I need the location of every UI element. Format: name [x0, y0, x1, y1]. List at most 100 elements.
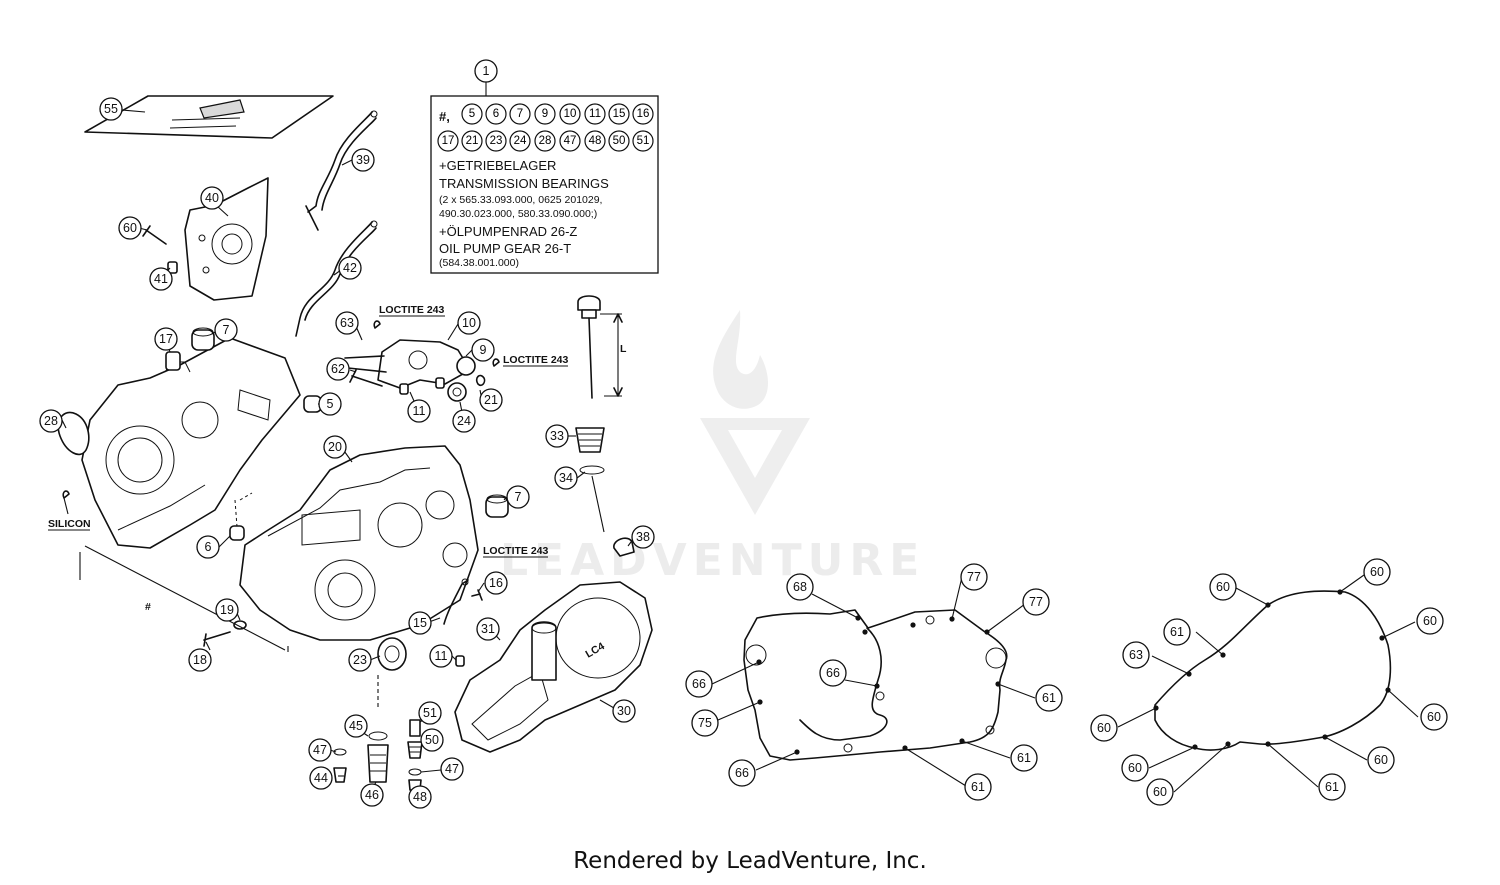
svg-text:38: 38 — [636, 530, 650, 544]
kit-item: 5 — [469, 108, 475, 120]
kit-item: 17 — [442, 135, 455, 147]
kit-item: 9 — [542, 108, 548, 120]
part-23-bearing — [377, 637, 407, 671]
svg-text:61: 61 — [1017, 751, 1031, 765]
svg-text:60: 60 — [1216, 580, 1230, 594]
callout-7b: 7 — [506, 485, 530, 509]
leadventure-watermark: LEADVENTURE — [500, 310, 925, 586]
callout-77a: 77 — [960, 563, 988, 591]
callout-34: 34 — [554, 466, 578, 490]
gasket-right — [1153, 589, 1392, 751]
silicon-label: SILICON — [48, 490, 91, 531]
svg-text:63: 63 — [340, 316, 354, 330]
callout-20: 20 — [323, 435, 347, 459]
footer-credit: Rendered by LeadVenture, Inc. — [573, 848, 927, 874]
svg-text:39: 39 — [356, 153, 370, 167]
left-crankcase — [81, 337, 301, 549]
callout-9: 9 — [471, 338, 495, 362]
part-7-bush-right — [485, 494, 509, 518]
part-15-clip — [443, 578, 469, 625]
part-55-sheet — [84, 95, 334, 139]
oil-drain-parts — [333, 675, 423, 791]
clutch-cover: LC4 — [454, 581, 653, 753]
part-18-bolt — [203, 631, 231, 647]
svg-text:11: 11 — [435, 649, 448, 663]
silicon-label-text: SILICON — [48, 518, 91, 530]
svg-text:42: 42 — [343, 261, 357, 275]
svg-text:66: 66 — [692, 677, 706, 691]
kit-item: 24 — [514, 135, 527, 147]
svg-text:41: 41 — [154, 272, 168, 286]
svg-text:40: 40 — [205, 191, 219, 205]
gasket-left — [743, 609, 1008, 761]
callout-38: 38 — [631, 525, 655, 549]
svg-text:61: 61 — [971, 780, 985, 794]
callout-1: 1 — [474, 59, 498, 83]
svg-text:20: 20 — [328, 440, 342, 454]
callout-16: 16 — [484, 571, 508, 595]
kit-item: 47 — [564, 135, 577, 147]
callout-66b: 66 — [685, 670, 713, 698]
loctite-label-2: LOCTITE 243 — [503, 354, 569, 367]
svg-text:60: 60 — [1128, 761, 1142, 775]
svg-text:6: 6 — [205, 540, 212, 554]
kit-item: 7 — [517, 108, 523, 120]
svg-text:75: 75 — [698, 716, 712, 730]
kit-line-3: (2 x 565.33.093.000, 0625 201029, — [439, 194, 602, 206]
part-40-cover — [184, 177, 269, 301]
kit-line-5: +ÖLPUMPENRAD 26-Z — [439, 224, 577, 239]
loctite-label-3: LOCTITE 243 — [483, 545, 549, 558]
kit-line-2: TRANSMISSION BEARINGS — [439, 176, 609, 191]
callout-18: 18 — [188, 648, 212, 672]
svg-text:47: 47 — [313, 743, 327, 757]
loctite-label-1: LOCTITE 243 — [379, 304, 445, 317]
part-42-clip — [295, 220, 378, 337]
svg-text:62: 62 — [331, 362, 345, 376]
callout-47a: 47 — [308, 738, 332, 762]
svg-text:19: 19 — [220, 603, 234, 617]
callout-60g: 60 — [1121, 754, 1149, 782]
kit-contents-box: #, 5 6 7 9 10 11 15 16 17 21 23 24 28 47… — [430, 95, 659, 274]
callout-60e: 60 — [1090, 714, 1118, 742]
part-6-bush — [229, 525, 245, 541]
svg-text:60: 60 — [123, 221, 137, 235]
callout-66a: 66 — [819, 659, 847, 687]
callout-10: 10 — [457, 311, 481, 335]
kit-item: 10 — [564, 108, 577, 120]
part-11-dowel-lower — [455, 655, 465, 667]
kit-line-1: +GETRIEBELAGER — [439, 158, 556, 173]
svg-text:7: 7 — [515, 490, 522, 504]
callout-45: 45 — [344, 714, 368, 738]
svg-text:31: 31 — [481, 622, 495, 636]
callout-63: 63 — [335, 311, 359, 335]
svg-text:28: 28 — [44, 414, 58, 428]
callout-30: 30 — [612, 699, 636, 723]
svg-text:60: 60 — [1097, 721, 1111, 735]
loctite-label-3-text: LOCTITE 243 — [483, 545, 549, 557]
callout-61a: 61 — [1035, 684, 1063, 712]
callout-68: 68 — [786, 573, 814, 601]
svg-text:33: 33 — [550, 429, 564, 443]
svg-text:50: 50 — [425, 733, 439, 747]
svg-text:23: 23 — [353, 653, 367, 667]
callout-55: 55 — [99, 97, 123, 121]
part-16-bolt — [471, 589, 483, 601]
watermark-text: LEADVENTURE — [500, 535, 925, 586]
svg-text:55: 55 — [104, 102, 118, 116]
dipstick: L — [577, 295, 627, 399]
callout-50: 50 — [420, 728, 444, 752]
callout-19: 19 — [215, 598, 239, 622]
callout-11b: 11 — [429, 644, 453, 668]
kit-item: 6 — [493, 108, 499, 120]
svg-text:11: 11 — [413, 404, 426, 418]
callout-28: 28 — [39, 409, 63, 433]
svg-text:51: 51 — [423, 706, 437, 720]
kit-row2: 17 21 23 24 28 47 48 50 51 — [437, 130, 654, 152]
svg-text:66: 66 — [826, 666, 840, 680]
svg-text:46: 46 — [365, 788, 379, 802]
svg-text:21: 21 — [484, 393, 498, 407]
svg-text:9: 9 — [480, 343, 487, 357]
oil-pump-assembly — [344, 320, 500, 402]
svg-text:30: 30 — [617, 704, 631, 718]
